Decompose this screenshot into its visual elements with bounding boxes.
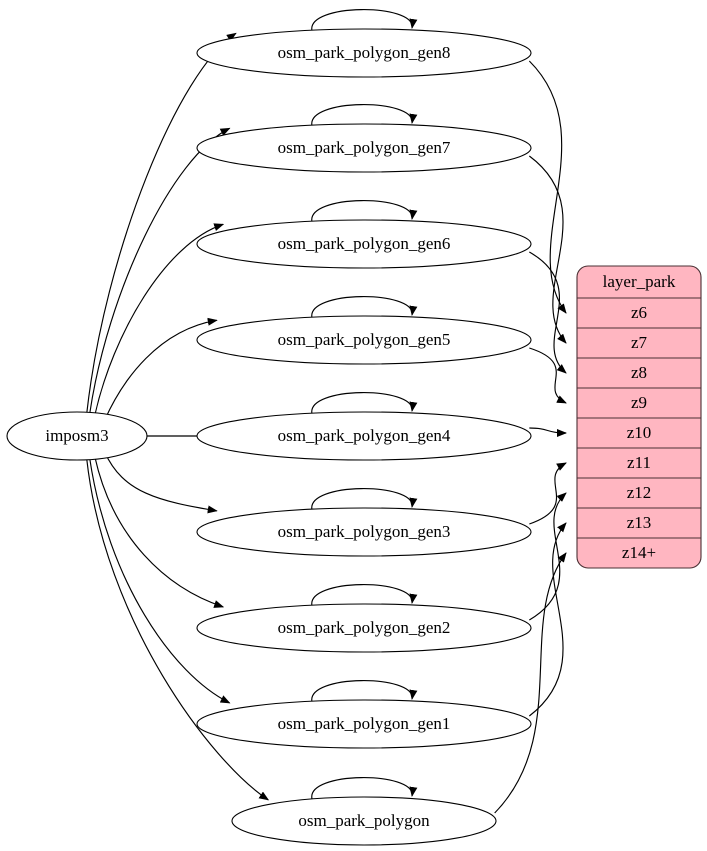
edge-gen4-to-z10 [529,427,567,437]
table-row-z14+[interactable]: z14+ [577,537,701,562]
node-layer-park-table[interactable]: layer_park z6 z7 z8 z9 z10 z11 z12 z13 z14+ [576,265,702,569]
edge-imposm3-to-gen3 [104,452,218,514]
table-row-z12[interactable]: z12 [577,477,701,502]
self-loop-gen1 [311,680,418,703]
node-label-imposm3: imposm3 [45,426,108,445]
edge-imposm3-to-gen1 [89,458,231,704]
table-row-label-z7: z7 [631,333,648,352]
edge-gen6-to-z8 [529,251,567,374]
node-shape-gen5 [196,315,532,365]
edge-gen7-to-z7 [528,155,567,344]
table-header-label: layer_park [603,272,676,291]
node-shape-gen2 [196,603,532,653]
table-row-label-z8: z8 [631,363,647,382]
edge-gen1-to-z13 [528,522,567,717]
node-gen5[interactable]: osm_park_polygon_gen5 [196,315,532,365]
node-shape-gen6 [196,219,532,269]
node-label-gen4: osm_park_polygon_gen4 [278,426,451,445]
edge-imposm3-to-gen2 [94,456,225,608]
node-shape-gen3 [196,507,532,557]
self-loop-gen3 [311,488,418,511]
node-label-gen5: osm_park_polygon_gen5 [278,330,451,349]
edges-layer [86,9,567,814]
node-shape-gen8 [196,28,532,78]
table-layer: layer_park z6 z7 z8 z9 z10 z11 z12 z13 z14+ [576,265,702,569]
edge-imposm3-to-gen5 [104,317,218,420]
node-gen1[interactable]: osm_park_polygon_gen1 [196,699,532,749]
edge-base-to-z14+ [494,552,567,814]
node-label-gen3: osm_park_polygon_gen3 [278,522,451,541]
self-loop-gen8 [311,9,418,32]
node-label-gen1: osm_park_polygon_gen1 [278,714,451,733]
node-gen6[interactable]: osm_park_polygon_gen6 [196,219,532,269]
table-row-label-z11: z11 [627,453,651,472]
self-loop-gen7 [311,104,418,127]
node-shape-gen7 [196,123,532,173]
self-loop-gen2 [311,584,418,607]
edge-gen2-to-z12 [529,492,567,621]
edge-imposm3-to-gen6 [94,223,225,416]
node-gen2[interactable]: osm_park_polygon_gen2 [196,603,532,653]
node-gen4[interactable]: osm_park_polygon_gen4 [196,411,532,461]
node-gen7[interactable]: osm_park_polygon_gen7 [196,123,532,173]
edge-gen3-to-z11 [529,462,567,525]
table-body [576,265,702,569]
node-gen8[interactable]: osm_park_polygon_gen8 [196,28,532,78]
node-label-gen2: osm_park_polygon_gen2 [278,618,451,637]
node-imposm3[interactable]: imposm3 [6,411,148,461]
edge-imposm3-to-gen8 [86,32,237,414]
node-label-gen8: osm_park_polygon_gen8 [278,43,451,62]
table-row-label-z14+: z14+ [622,543,656,562]
node-label-base: osm_park_polygon [298,811,430,830]
self-loop-gen5 [311,296,418,319]
node-shape-gen1 [196,699,532,749]
node-gen3[interactable]: osm_park_polygon_gen3 [196,507,532,557]
node-shape-imposm3 [6,411,148,461]
table-row-label-z10: z10 [627,423,652,442]
table-row-z9[interactable]: z9 [577,387,701,412]
table-row-label-z9: z9 [631,393,647,412]
edge-imposm3-to-gen7 [89,127,231,414]
self-loop-gen4 [311,392,418,415]
table-row-z7[interactable]: z7 [577,327,701,352]
node-base[interactable]: osm_park_polygon [231,796,497,846]
table-row-z10[interactable]: z10 [577,417,701,442]
nodes-layer: imposm3 osm_park_polygon_gen8 osm_park_pol… [6,28,532,846]
edge-imposm3-to-base [86,458,270,801]
node-label-gen7: osm_park_polygon_gen7 [278,138,451,157]
node-shape-gen4 [196,411,532,461]
table-row-label-z12: z12 [627,483,652,502]
table-row-z6[interactable]: z6 [631,303,647,322]
node-label-gen6: osm_park_polygon_gen6 [278,234,451,253]
table-row-label-z6: z6 [631,303,647,322]
table-row-z13[interactable]: z13 [577,507,701,532]
node-shape-base [231,796,497,846]
table-row-label-z13: z13 [627,513,652,532]
edge-gen5-to-z9 [529,347,567,404]
edge-gen8-to-z6 [528,60,567,314]
table-row-z8[interactable]: z8 [577,357,701,382]
table-row-z11[interactable]: z11 [577,447,701,472]
self-loop-base [311,777,418,800]
self-loop-gen6 [311,200,418,223]
